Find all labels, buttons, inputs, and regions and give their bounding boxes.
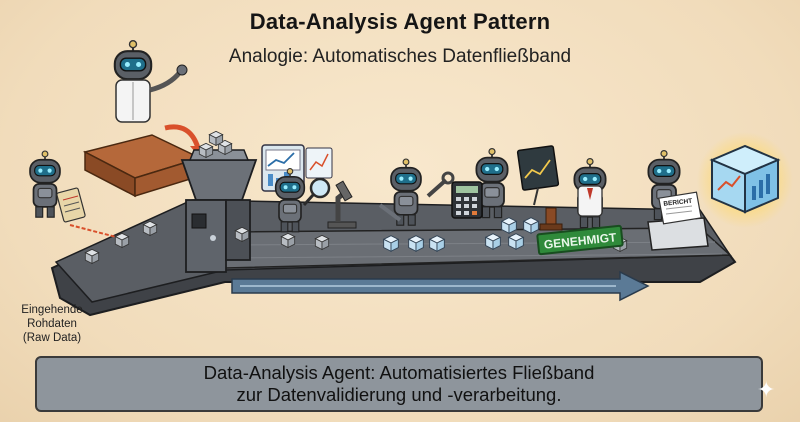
report-text: BERICHT [663, 198, 692, 208]
supervisor-robot [82, 40, 203, 198]
clipboard-robot [29, 150, 121, 239]
caption-box: Data-Analysis Agent: Automatisiertes Fli… [35, 356, 763, 412]
printer-icon: BERICHT [647, 191, 709, 251]
flow-arrow [231, 270, 650, 302]
inspector-robot [274, 168, 331, 233]
approved-stamp: GENEHMIGT [536, 224, 624, 256]
sparkle-icon: ✦ [757, 378, 776, 403]
caption-line-1: Data-Analysis Agent: Automatisiertes Fli… [203, 362, 595, 383]
data-cube-icon [697, 132, 793, 228]
diagram-title: Data-Analysis Agent Pattern [249, 9, 551, 34]
chart-board-icon [516, 145, 560, 206]
caption-line-2: zur Datenvalidierung und -verarbeitung. [236, 384, 562, 405]
red-arrow-icon [164, 124, 201, 149]
microscope-icon [327, 180, 357, 229]
raw-data-label: Eingehende Rohdaten (Raw Data) [21, 304, 83, 344]
calculator-robot [451, 148, 509, 219]
hopper-machine [180, 130, 258, 273]
stamp-robot [539, 158, 607, 231]
wrench-robot [378, 158, 455, 227]
diagram-subtitle: Analogie: Automatisches Datenfließband [228, 46, 572, 67]
